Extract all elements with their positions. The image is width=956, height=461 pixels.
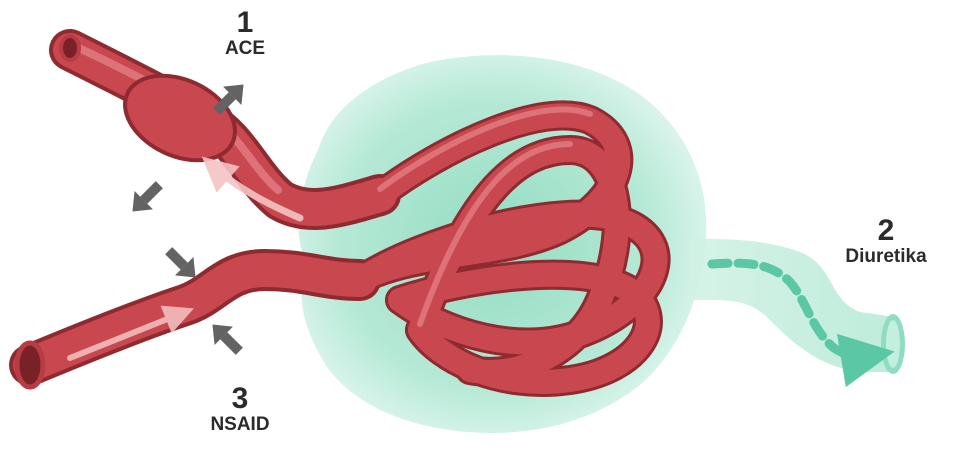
label-nsaid-text: NSAID [192,414,288,436]
label-diuretika-text: Diuretika [826,246,946,268]
label-ace: 1 ACE [205,8,285,60]
label-ace-text: ACE [205,38,285,60]
label-ace-number: 1 [205,8,285,38]
label-nsaid-number: 3 [192,384,288,414]
label-diuretika: 2 Diuretika [826,216,946,268]
label-nsaid: 3 NSAID [192,384,288,436]
label-diuretika-number: 2 [826,216,946,246]
arrow-icon [123,175,168,220]
arrow-icon [203,315,248,360]
